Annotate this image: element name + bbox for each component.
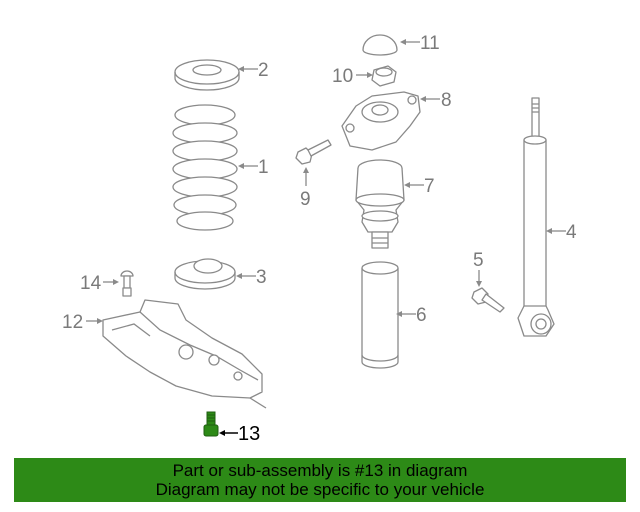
callout-9: 9 [300,189,311,210]
callout-4: 4 [566,222,577,243]
part-12-spring-plate-trim[interactable] [102,299,267,409]
part-9-bolt[interactable] [295,139,332,165]
part-14-clip[interactable] [120,270,134,297]
part-6-dust-boot[interactable] [361,261,399,369]
part-13-bolt[interactable] [203,411,219,437]
callout-10: 10 [332,66,353,87]
callout-7: 7 [424,176,435,197]
callout-6: 6 [416,305,427,326]
part-8-strut-mount[interactable] [341,91,421,151]
callout-leaders [86,39,566,436]
part-7-bump-stop[interactable] [355,159,405,249]
callout-11: 11 [420,33,440,54]
callout-2: 2 [258,60,269,81]
callout-5: 5 [473,250,484,271]
part-1-coil-spring[interactable] [172,104,238,231]
banner-line-disclaimer: Diagram may not be specific to your vehi… [155,480,485,499]
part-2-upper-spring-seat[interactable] [174,59,240,91]
callout-13: 13 [238,423,260,445]
callout-3: 3 [256,267,267,288]
callout-12: 12 [62,312,83,333]
part-5-bolt[interactable] [471,287,505,313]
part-10-nut[interactable] [371,65,397,87]
part-info-banner: Part or sub-assembly is #13 in diagram D… [14,458,626,502]
part-4-shock-absorber[interactable] [517,97,555,337]
part-3-lower-spring-seat[interactable] [174,258,236,290]
callout-1: 1 [258,157,269,178]
part-11-cap[interactable] [362,34,398,56]
callout-8: 8 [441,90,452,111]
callout-14: 14 [80,273,102,294]
banner-line-part: Part or sub-assembly is #13 in diagram [172,461,468,480]
